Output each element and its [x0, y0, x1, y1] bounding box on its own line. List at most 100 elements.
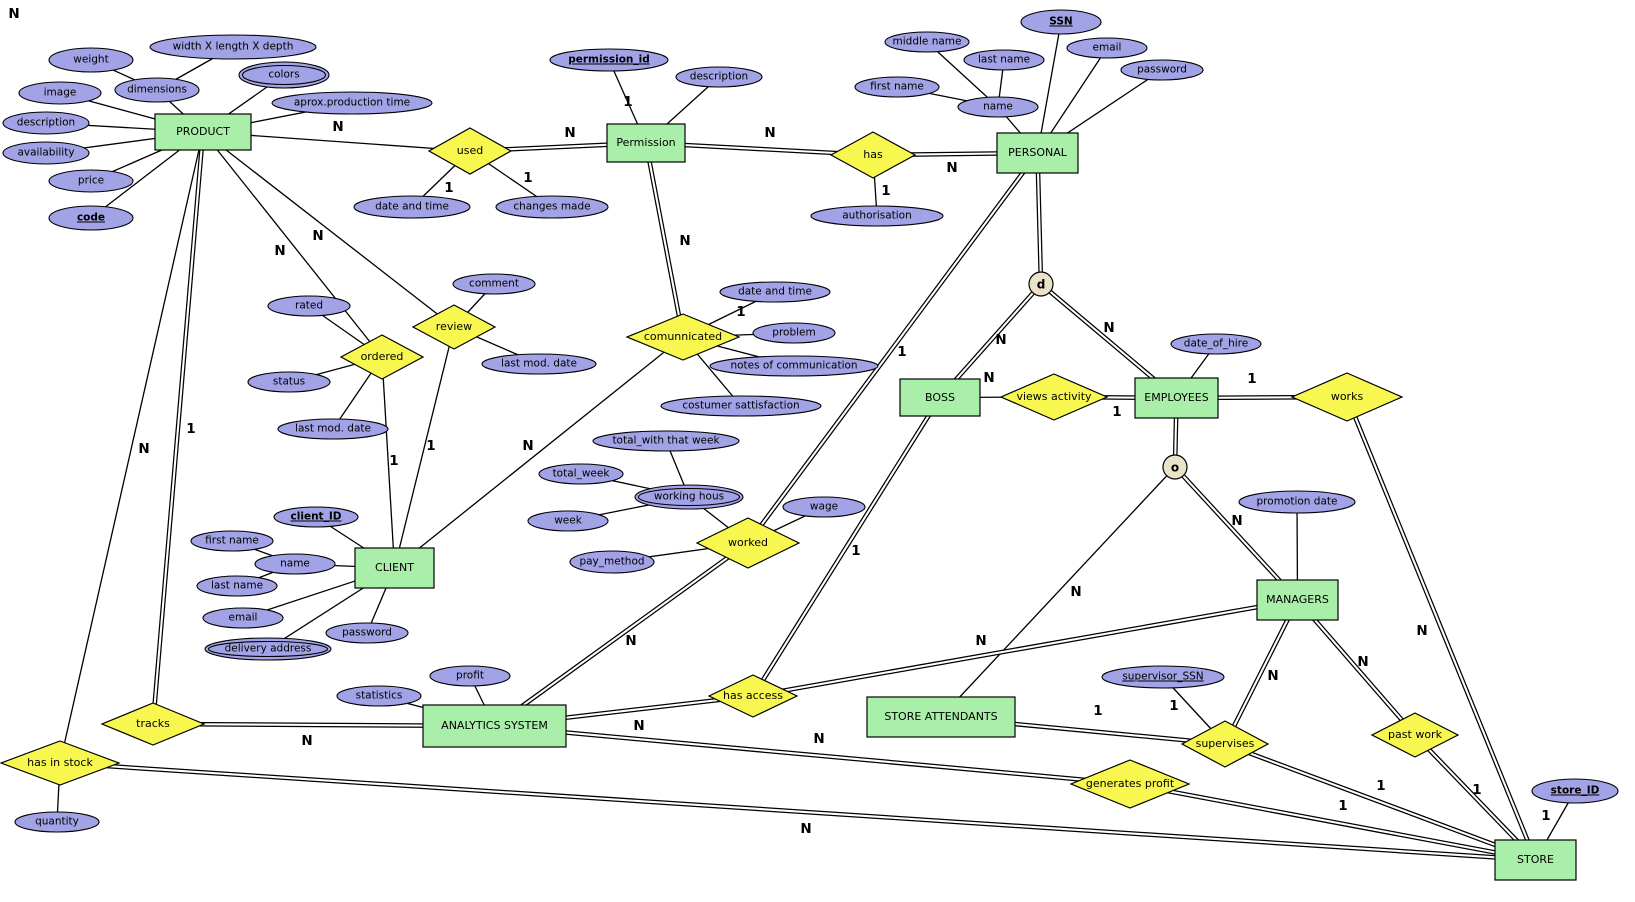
- cardinality-label-0: N: [8, 5, 20, 22]
- relationship-worked: [695, 517, 801, 569]
- attribute-total_week: [538, 463, 624, 485]
- cardinality-label-13: N: [312, 227, 324, 244]
- cardinality-label-37: 1: [851, 542, 861, 559]
- relationship-line-personal-d_circle-core: [1036, 152, 1043, 285]
- entity-label-store: STORE: [1517, 853, 1554, 867]
- attribute-label-dimensions: dimensions: [127, 83, 187, 96]
- cardinality-label-31: 1: [1093, 702, 1103, 719]
- attribute-label-total_week: total_week: [552, 467, 610, 480]
- relationship-label-works: works: [1330, 390, 1364, 404]
- attribute-notes: [709, 355, 879, 377]
- relationship-label-has: has: [863, 148, 883, 162]
- relationship-used: [427, 127, 513, 175]
- relationship-line-has_access-managers-core: [752, 598, 1298, 698]
- relationship-line-comunnicated-client: [394, 336, 684, 569]
- attribute-label-statistics: statistics: [355, 689, 403, 702]
- cardinality-label-40: N: [813, 730, 825, 747]
- entity-boss: [899, 378, 981, 417]
- relationship-line-o_circle-managers-core: [1174, 466, 1299, 601]
- category-circle-d_circle: [1028, 271, 1054, 297]
- attribute-inner-ring-delivery: [207, 640, 329, 658]
- cardinality-label-22: N: [995, 331, 1007, 348]
- attribute-image: [18, 81, 102, 105]
- relationship-line-product-review: [202, 131, 455, 328]
- attribute-supervisor_ssn: [1101, 665, 1225, 689]
- attribute-label-tww: total_with that week: [612, 434, 720, 447]
- attribute-label-last_name_c: last name: [210, 579, 264, 592]
- cardinality-label-26: 1: [1247, 370, 1257, 387]
- attribute-working_hous: [634, 484, 744, 510]
- relationship-label-comunnicated: comunnicated: [643, 330, 723, 344]
- category-label-d_circle: d: [1036, 277, 1046, 292]
- attribute-quantity: [14, 811, 100, 833]
- attribute-label-password_p: password: [1137, 63, 1187, 76]
- attribute-email_c: [202, 607, 284, 629]
- cardinality-label-15: 1: [426, 437, 436, 454]
- attribute-authorisation: [810, 205, 944, 227]
- attribute-dt_used: [353, 195, 471, 219]
- attribute-label-dt_comm: date and time: [738, 285, 812, 298]
- cardinality-label-1: N: [332, 118, 344, 135]
- attribute-label-lmd_ordered: last mod. date: [295, 422, 371, 435]
- relationship-line-managers-supervises-core: [1224, 599, 1299, 745]
- entity-client: [354, 547, 435, 589]
- attribute-label-ssn: SSN: [1049, 15, 1073, 28]
- relationship-past_work: [1370, 712, 1460, 758]
- attribute-name_p: [957, 96, 1039, 118]
- attribute-label-week: week: [554, 514, 582, 527]
- cardinality-label-33: N: [1357, 653, 1369, 670]
- attribute-lmd_ordered: [277, 418, 389, 440]
- attribute-label-name_p: name: [983, 100, 1013, 113]
- attribute-rated: [267, 295, 351, 317]
- relationship-label-has_access: has access: [722, 689, 784, 703]
- relationship-label-worked: worked: [728, 536, 768, 550]
- attribute-store_id: [1531, 778, 1619, 804]
- cardinality-label-6: N: [764, 124, 776, 141]
- attribute-label-costumer: costumer sattisfaction: [682, 399, 800, 412]
- cardinality-label-27: N: [1416, 622, 1428, 639]
- cardinality-label-41: 1: [1541, 807, 1551, 824]
- relationship-label-tracks: tracks: [136, 717, 170, 731]
- relationship-line-permission-comunnicated-core: [644, 142, 685, 338]
- attribute-dimensions: [114, 77, 200, 103]
- cardinality-label-25: 1: [1112, 403, 1122, 420]
- attribute-colors: [238, 61, 330, 89]
- attribute-label-date_of_hire: date_of_hire: [1183, 337, 1249, 350]
- attribute-label-first_name_p: first name: [870, 80, 924, 93]
- relationship-comunnicated: [625, 313, 741, 361]
- attribute-problem: [752, 322, 836, 344]
- relationship-line-ordered-client: [381, 356, 396, 569]
- attribute-label-descr_permission: description: [689, 70, 749, 83]
- attribute-costumer: [660, 395, 822, 417]
- relationship-label-ordered: ordered: [360, 350, 404, 364]
- relationship-generates_profit: [1069, 759, 1191, 809]
- attribute-ssn: [1020, 9, 1102, 35]
- attribute-email_p: [1066, 37, 1148, 59]
- cardinality-label-39: N: [975, 632, 987, 649]
- attribute-availability: [2, 141, 90, 165]
- attribute-label-problem: problem: [772, 326, 816, 339]
- attribute-password_c: [325, 622, 409, 644]
- attribute-descr_product: [2, 111, 90, 135]
- relationship-line-product-ordered: [202, 131, 383, 358]
- relationship-supervises: [1180, 720, 1270, 768]
- relationship-line-managers-past_work-core: [1296, 599, 1416, 736]
- relationship-line-works-store-core: [1346, 396, 1537, 861]
- attribute-label-quantity: quantity: [35, 815, 79, 828]
- attribute-label-dt_used: date and time: [375, 200, 449, 213]
- entity-personal: [996, 132, 1079, 174]
- cardinality-label-36: 1: [1338, 797, 1348, 814]
- attribute-profit: [429, 665, 511, 687]
- cardinality-label-16: N: [138, 440, 150, 457]
- attribute-label-aprox: aprox.production time: [293, 96, 411, 109]
- attribute-label-pay_method: pay_method: [579, 555, 645, 568]
- attribute-label-changes_made: changes made: [513, 200, 591, 213]
- attribute-label-price: price: [77, 174, 105, 187]
- cardinality-label-14: 1: [389, 452, 399, 469]
- cardinality-label-30: N: [1267, 667, 1279, 684]
- relationship-has_access: [707, 674, 799, 718]
- cardinality-label-32: 1: [1169, 697, 1179, 714]
- relationship-line-past_work-store-core: [1414, 734, 1537, 861]
- attribute-label-descr_product: description: [16, 116, 76, 129]
